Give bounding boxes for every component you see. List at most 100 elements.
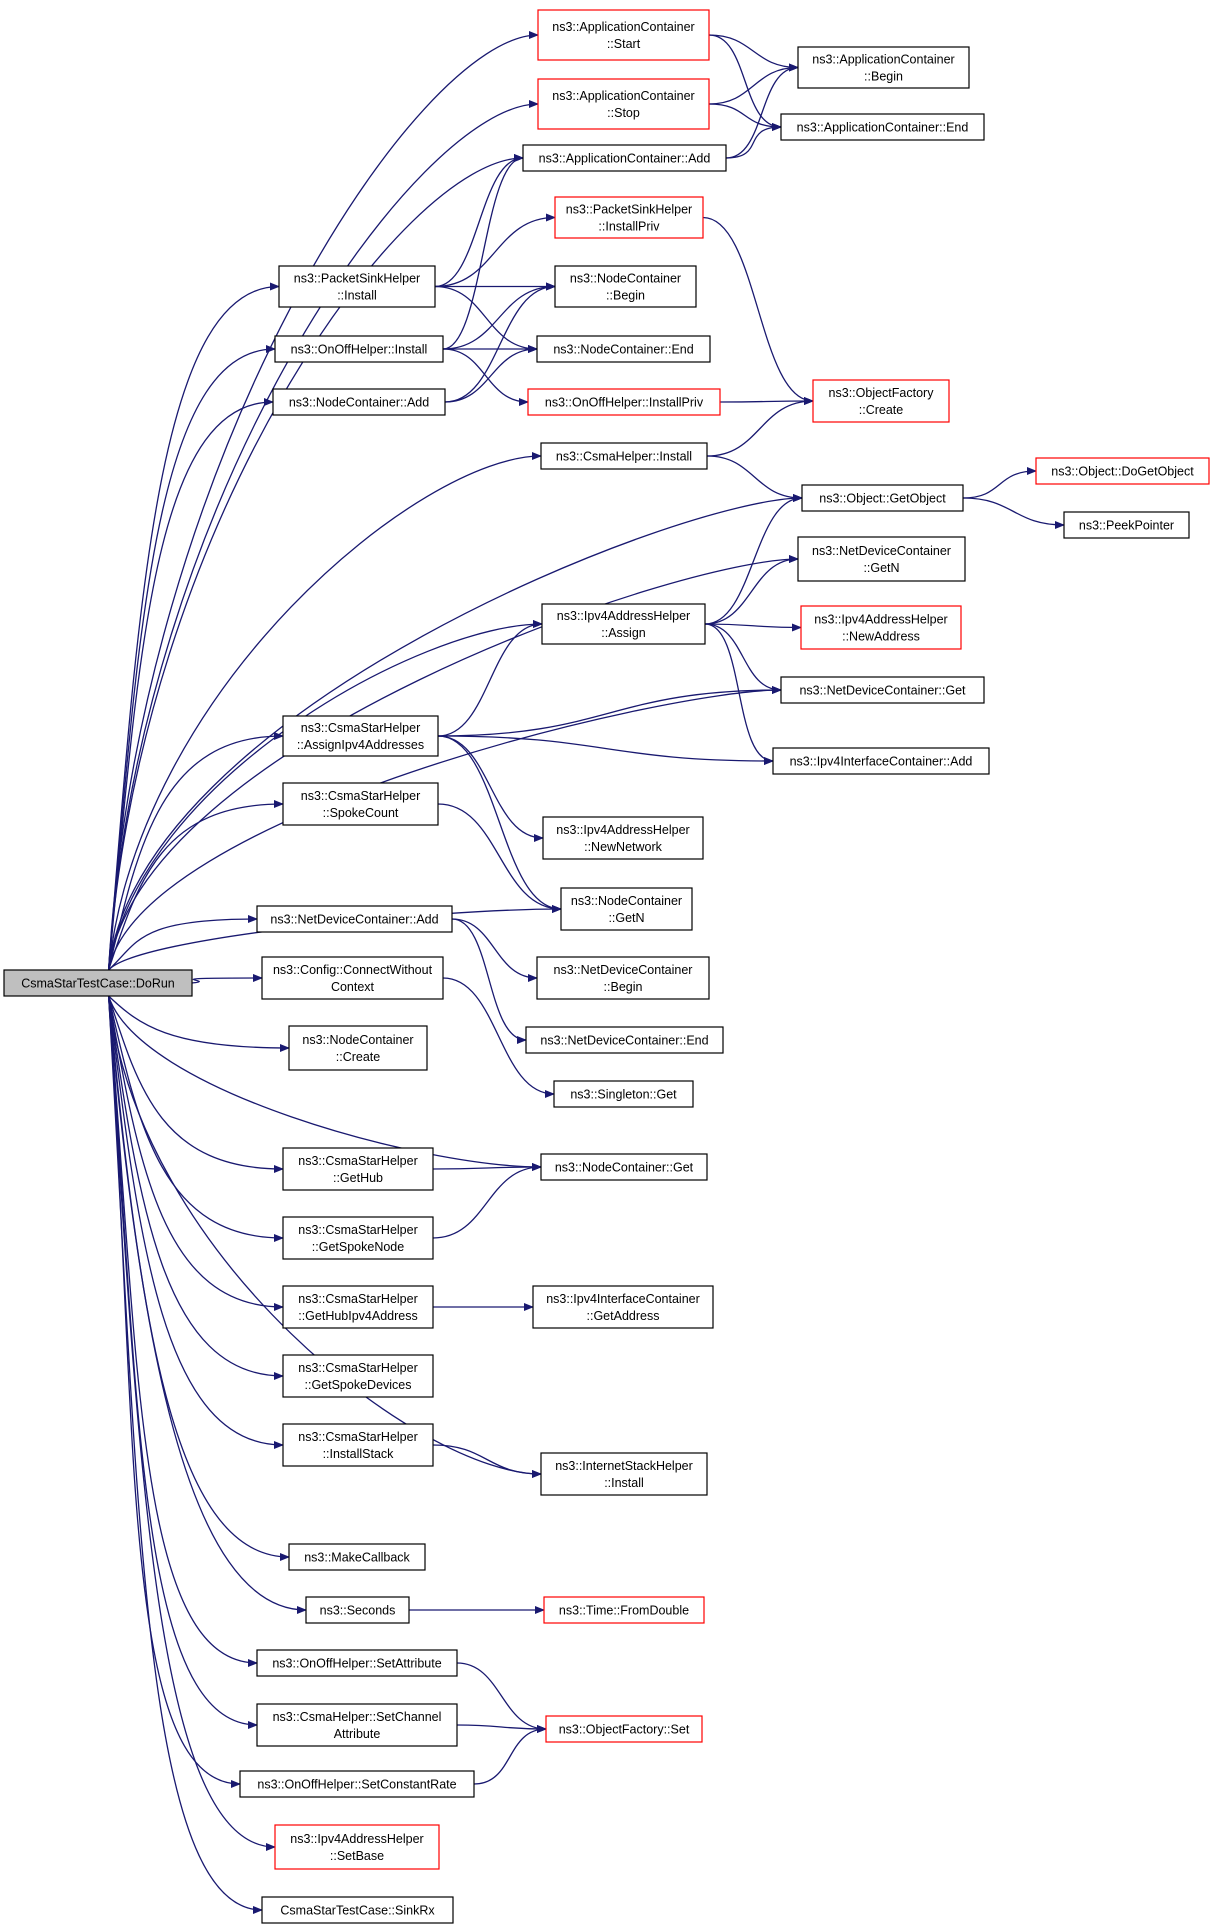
node-box: [554, 265, 697, 308]
node-iicGetAddress[interactable]: ns3::Ipv4InterfaceContainer::GetAddress: [532, 1285, 714, 1329]
node-box: [797, 536, 966, 582]
node-ofSet[interactable]: ns3::ObjectFactory::Set: [545, 1715, 703, 1743]
node-pshInstallPriv[interactable]: ns3::PacketSinkHelper::InstallPriv: [554, 196, 704, 239]
node-label: ::Begin: [864, 70, 903, 84]
edge-root-to-ncCreate: [108, 995, 290, 1052]
node-label: ns3::ApplicationContainer: [552, 89, 694, 103]
node-cshSpoke[interactable]: ns3::CsmaStarHelper::SpokeCount: [282, 782, 439, 826]
node-makeCallback[interactable]: ns3::MakeCallback: [288, 1543, 426, 1571]
node-label: ns3::NodeContainer::Add: [289, 396, 429, 410]
node-doGetObject[interactable]: ns3::Object::DoGetObject: [1035, 457, 1210, 485]
node-onoffInstall[interactable]: ns3::OnOffHelper::Install: [274, 335, 444, 363]
node-box: [536, 956, 710, 1000]
node-box: [542, 816, 704, 860]
edge-getObject-to-peekPointer: [962, 497, 1065, 529]
node-box: [274, 335, 444, 363]
nodes-layer: CsmaStarTestCase::DoRun ns3::ApplicationC…: [3, 9, 1210, 1924]
node-label: ns3::InternetStackHelper: [555, 1459, 693, 1473]
node-ncAdd[interactable]: ns3::NodeContainer::Add: [272, 388, 446, 416]
node-appBegin[interactable]: ns3::ApplicationContainer::Begin: [797, 46, 970, 89]
node-label: ::GetSpokeNode: [312, 1240, 404, 1254]
node-cshGetSpokeNode[interactable]: ns3::CsmaStarHelper::GetSpokeNode: [282, 1216, 434, 1260]
node-appStart[interactable]: ns3::ApplicationContainer::Start: [537, 9, 710, 61]
node-cshGetHubIpv4[interactable]: ns3::CsmaStarHelper::GetHubIpv4Address: [282, 1285, 434, 1329]
node-box: [288, 1543, 426, 1571]
node-box: [537, 9, 710, 61]
node-ofCreate[interactable]: ns3::ObjectFactory::Create: [812, 379, 950, 423]
node-seconds[interactable]: ns3::Seconds: [305, 1596, 410, 1624]
node-cshGetHub[interactable]: ns3::CsmaStarHelper::GetHub: [282, 1147, 434, 1191]
edge-ipv4Assign-to-ndcGet: [704, 623, 782, 694]
edge-cshInstallStack-to-ishInstall: [432, 1444, 542, 1478]
node-label: ::Assign: [601, 626, 646, 640]
edge-csmaSetChan-to-ofSet: [456, 1724, 547, 1733]
node-ishInstall[interactable]: ns3::InternetStackHelper::Install: [540, 1452, 708, 1496]
node-onoffSetAttr[interactable]: ns3::OnOffHelper::SetAttribute: [256, 1649, 458, 1677]
node-root[interactable]: CsmaStarTestCase::DoRun: [3, 969, 193, 997]
node-ndcAdd[interactable]: ns3::NetDeviceContainer::Add: [256, 905, 453, 933]
node-ndcEnd[interactable]: ns3::NetDeviceContainer::End: [525, 1026, 724, 1054]
node-label: ::Create: [859, 403, 904, 417]
node-label: ::SpokeCount: [323, 806, 399, 820]
node-getObject[interactable]: ns3::Object::GetObject: [801, 484, 964, 512]
node-ncEnd[interactable]: ns3::NodeContainer::End: [536, 335, 711, 363]
node-cshInstallStack[interactable]: ns3::CsmaStarHelper::InstallStack: [282, 1423, 434, 1467]
node-ipv4NewAddr[interactable]: ns3::Ipv4AddressHelper::NewAddress: [800, 605, 962, 650]
node-ipv4SetBase[interactable]: ns3::Ipv4AddressHelper::SetBase: [274, 1824, 440, 1870]
node-onoffSetRate[interactable]: ns3::OnOffHelper::SetConstantRate: [239, 1770, 475, 1798]
node-ncBegin[interactable]: ns3::NodeContainer::Begin: [554, 265, 697, 308]
node-cshAssign[interactable]: ns3::CsmaStarHelper::AssignIpv4Addresses: [282, 715, 439, 757]
node-appEnd[interactable]: ns3::ApplicationContainer::End: [780, 113, 985, 141]
node-box: [282, 1423, 434, 1467]
node-label: ns3::ObjectFactory::Set: [559, 1723, 690, 1737]
edge-ncAdd-to-ncEnd: [444, 345, 538, 403]
node-box: [543, 1596, 705, 1624]
node-ndcGet[interactable]: ns3::NetDeviceContainer::Get: [780, 676, 985, 704]
node-box: [554, 196, 704, 239]
node-onoffInstallPriv[interactable]: ns3::OnOffHelper::InstallPriv: [527, 388, 721, 416]
node-iicAdd[interactable]: ns3::Ipv4InterfaceContainer::Add: [772, 747, 990, 775]
node-ncCreate[interactable]: ns3::NodeContainer::Create: [288, 1025, 428, 1071]
node-box: [274, 1824, 440, 1870]
node-ndcGetN[interactable]: ns3::NetDeviceContainer::GetN: [797, 536, 966, 582]
node-sinkRx[interactable]: CsmaStarTestCase::SinkRx: [261, 1896, 454, 1924]
node-timeFromDouble[interactable]: ns3::Time::FromDouble: [543, 1596, 705, 1624]
node-csmaInstall[interactable]: ns3::CsmaHelper::Install: [540, 442, 708, 470]
node-box: [1063, 511, 1190, 539]
node-singletonGet[interactable]: ns3::Singleton::Get: [553, 1080, 694, 1108]
edge-pshInstall-to-pshInstallPriv: [434, 213, 556, 288]
edge-root-to-csmaSetChan: [107, 995, 258, 1729]
node-pshInstall[interactable]: ns3::PacketSinkHelper::Install: [278, 265, 436, 308]
node-ipv4NewNet[interactable]: ns3::Ipv4AddressHelper::NewNetwork: [542, 816, 704, 860]
node-label: ns3::Ipv4AddressHelper: [290, 1832, 423, 1846]
node-box: [272, 388, 446, 416]
node-appAdd[interactable]: ns3::ApplicationContainer::Add: [522, 144, 727, 172]
node-label: ns3::OnOffHelper::SetAttribute: [272, 1657, 441, 1671]
node-label: ns3::CsmaStarHelper: [301, 789, 421, 803]
node-label: ns3::Ipv4AddressHelper: [556, 823, 689, 837]
edge-cshSpoke-to-ncGetN: [437, 803, 562, 913]
edge-onoffInstall-to-ncBegin: [442, 282, 556, 350]
edge-root-to-ndcGet: [107, 686, 782, 971]
node-box: [3, 969, 193, 997]
node-label: ns3::Object::DoGetObject: [1051, 465, 1194, 479]
edge-root-to-onoffSetAttr: [107, 995, 258, 1667]
edge-cshAssign-to-ncGetN: [437, 735, 562, 913]
edge-pshInstallPriv-to-ofCreate: [702, 216, 814, 405]
node-label: ::Install: [337, 289, 377, 303]
edge-root-to-ncGet: [107, 995, 542, 1171]
node-ncGetN[interactable]: ns3::NodeContainer::GetN: [560, 887, 693, 931]
node-appStop[interactable]: ns3::ApplicationContainer::Stop: [537, 78, 710, 130]
node-label: ::InstallStack: [323, 1447, 395, 1461]
node-ndcBegin[interactable]: ns3::NetDeviceContainer::Begin: [536, 956, 710, 1000]
node-ncGet[interactable]: ns3::NodeContainer::Get: [540, 1153, 708, 1181]
node-label: ::AssignIpv4Addresses: [297, 738, 424, 752]
node-label: ::NewNetwork: [584, 840, 663, 854]
node-ipv4Assign[interactable]: ns3::Ipv4AddressHelper::Assign: [541, 603, 706, 645]
node-box: [780, 113, 985, 141]
node-cshGetSpokeDevices[interactable]: ns3::CsmaStarHelper::GetSpokeDevices: [282, 1354, 434, 1398]
node-label: ns3::NetDeviceContainer::Get: [799, 684, 966, 698]
node-peekPointer[interactable]: ns3::PeekPointer: [1063, 511, 1190, 539]
